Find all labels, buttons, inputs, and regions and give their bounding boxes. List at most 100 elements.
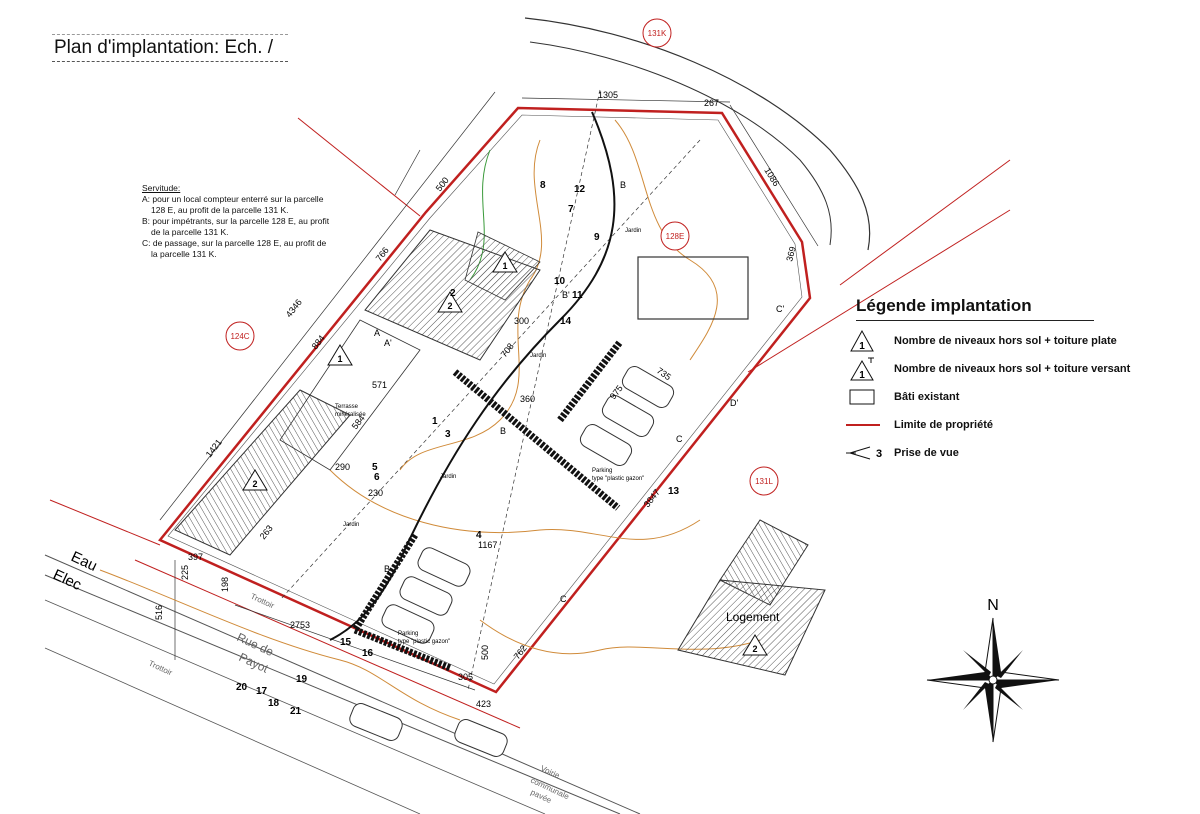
dim-label: 369: [784, 245, 798, 262]
unit-count: 2: [252, 479, 257, 489]
north-arrow-icon: [926, 617, 1060, 743]
dim-label: 1421: [204, 437, 224, 459]
servitude-letter: C: [560, 594, 567, 604]
view-number: 20: [236, 682, 248, 693]
legend-label: Nombre de niveaux hors sol + toiture pla…: [894, 335, 1117, 347]
view-number: 6: [374, 472, 380, 483]
view-number: 15: [340, 637, 352, 648]
network-eau: Eau: [68, 548, 99, 575]
zone-parking-type: type "plastic gazon": [398, 639, 450, 645]
parcel-label: 128E: [666, 232, 685, 241]
property-boundary: [158, 106, 812, 694]
servitude-line: B: pour impétrants, sur la parcelle 128 …: [142, 216, 330, 226]
dim-label: 516: [154, 605, 164, 620]
street-lines: [44, 554, 641, 814]
voirie-label: Voirie: [539, 764, 561, 781]
servitude-letter: B: [500, 426, 506, 436]
car: [454, 719, 508, 757]
servitude-letter: D': [730, 398, 738, 408]
unit-count: 2: [447, 301, 452, 311]
legend-item: Limite de propriété: [840, 413, 1200, 441]
zone-parking: Parking: [398, 631, 418, 637]
trottoir-label: Trottoir: [249, 592, 276, 611]
servitude-letter: A: [374, 328, 380, 338]
servitude-line: de la parcelle 131 K.: [151, 227, 229, 237]
legend: Légende implantation 1 Nombre de niveaux…: [840, 296, 1200, 469]
road-curve-outer: [524, 17, 871, 251]
dim-label: 360: [520, 394, 535, 404]
view-number: 16: [362, 648, 374, 659]
view-number: 2: [450, 288, 456, 299]
servitude-letter: B: [620, 180, 626, 190]
terrace: [279, 319, 421, 471]
triangle-flat-icon: 1: [850, 329, 874, 352]
dim-label: 2753: [290, 620, 310, 630]
zone-jardin: Jardin: [625, 228, 641, 234]
zone-jardin: Jardin: [343, 522, 359, 528]
dim-label: 1305: [598, 90, 618, 100]
view-number: 4: [476, 530, 482, 541]
dim-label: 766: [374, 245, 391, 263]
zone-jardin: Jardin: [440, 474, 456, 480]
car: [381, 604, 435, 644]
legend-title: Légende implantation: [856, 296, 1094, 321]
view-number: 9: [594, 232, 600, 243]
servitude-letter: A': [384, 338, 392, 348]
parcel-label: 131K: [648, 29, 667, 38]
unit-triangles: [242, 251, 768, 656]
view-number: 19: [296, 674, 308, 685]
legend-num: 3: [876, 448, 882, 460]
triangle-pitched-icon: 1: [850, 357, 874, 381]
servitude-line: A: pour un local compteur enterré sur la…: [142, 194, 324, 204]
dim-label: 3847: [642, 487, 662, 509]
legend-num: 1: [859, 341, 865, 352]
plan-title: Plan d'implantation: Ech. /: [52, 34, 288, 62]
legend-item: 1 Nombre de niveaux hors sol + toiture p…: [840, 329, 1200, 357]
road-curve-inner: [529, 41, 832, 246]
dim-label: 397: [188, 552, 203, 562]
view-point-icon: 3: [846, 446, 882, 460]
car: [601, 395, 655, 437]
unit-count: 1: [337, 354, 342, 364]
view-number: 11: [572, 290, 583, 301]
dim-label: 423: [476, 699, 491, 709]
logement-label: Logement: [726, 610, 780, 624]
dim-label: 500: [480, 645, 490, 660]
dim-label: 225: [180, 565, 190, 580]
unit-count: 2: [752, 644, 757, 654]
parcel-markers: [225, 18, 779, 496]
dim-label: 263: [258, 523, 275, 541]
neighbour-limit: [49, 499, 161, 546]
trottoir-label: Trottoir: [147, 659, 174, 678]
legend-label: Bâti existant: [894, 391, 960, 403]
servitude-line: la parcelle 131 K.: [151, 249, 217, 259]
servitude-letter: C: [676, 434, 683, 444]
view-number: 13: [668, 486, 680, 497]
property-boundary-inner: [167, 114, 803, 685]
car: [417, 547, 471, 587]
dim-label: 571: [372, 380, 387, 390]
zone-parking: Parking: [592, 468, 612, 474]
dim-label: 230: [368, 488, 383, 498]
car: [399, 576, 453, 616]
north-label: N: [987, 597, 999, 614]
servitude-letter: B': [562, 290, 570, 300]
view-number: 1: [432, 416, 438, 427]
dim-label: 198: [220, 577, 230, 592]
view-number: 5: [372, 462, 378, 473]
view-number: 10: [554, 276, 566, 287]
dim-label: 290: [335, 462, 350, 472]
view-number: 8: [540, 180, 546, 191]
dim-label: 305: [458, 672, 473, 682]
legend-item: 1 Nombre de niveaux hors sol + toiture v…: [840, 357, 1200, 385]
car: [621, 366, 675, 408]
servitude-line: 128 E, au profit de la parcelle 131 K.: [151, 205, 289, 215]
legend-item: 3 Prise de vue: [840, 441, 1200, 469]
view-points: 1 2 3 4 5 6 7 8 9 10 11 12 13 14 15 16 1…: [236, 180, 680, 717]
neighbour-limit: [747, 209, 1011, 373]
view-number: 21: [290, 706, 302, 717]
servitude-b-line: [329, 111, 616, 641]
view-number: 17: [256, 686, 268, 697]
car: [579, 424, 633, 466]
